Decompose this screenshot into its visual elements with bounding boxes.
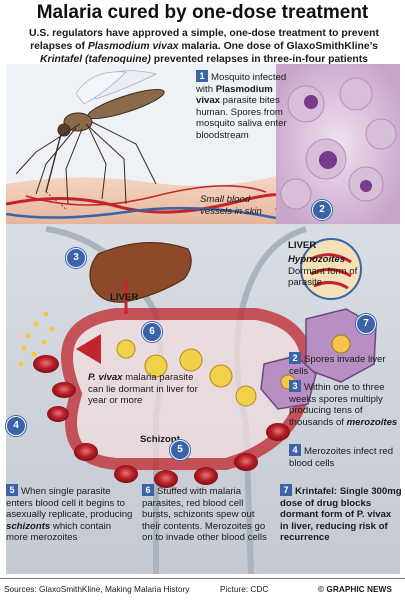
dormant-species: P. vivax: [88, 372, 123, 383]
malaria-lifecycle-illustration: [6, 64, 400, 574]
dormant-text: malaria parasite can lie dormant in live…: [88, 372, 198, 406]
step-4-number: 4: [289, 444, 301, 456]
parasite-cell: [304, 95, 372, 192]
subtitle-part: U.S. regulators have approved a simple, …: [29, 28, 379, 52]
saliva-path: [45, 191, 67, 210]
blood-smear: [280, 77, 397, 210]
page-title: Malaria cured by one-dose treatment: [36, 2, 369, 23]
merozoites: [18, 311, 55, 367]
schizont-label: Schizont: [140, 434, 180, 445]
marker-3: 3: [66, 248, 86, 268]
step-2-text: Spores invade liver cells: [289, 354, 386, 377]
sources: Sources: GlaxoSmithKline, Making Malaria…: [4, 584, 190, 594]
step-5-text-end: which contain more merozoites: [6, 520, 112, 544]
circulation-arrow: [76, 334, 101, 364]
blood-vessel: [25, 185, 267, 206]
step-4-text: Merozoites infect red blood cells: [289, 446, 394, 469]
step-6-number: 6: [142, 484, 154, 496]
subtitle-part: prevented relapses in three-in-four pati…: [150, 54, 368, 65]
marker-2: 2: [312, 200, 332, 220]
subtitle-species: Plasmodium vivax: [87, 41, 179, 52]
step-5-number: 5: [6, 484, 18, 496]
step-7-text: Krintafel: Single 300mg dose of drug blo…: [280, 486, 402, 543]
picture-credit: Picture: CDC: [220, 584, 269, 594]
liver-icon: [89, 242, 192, 303]
dormant-note: P. vivax malaria parasite can lie dorman…: [88, 372, 208, 407]
step-5-text: When single parasite enters blood cell i…: [6, 486, 133, 520]
subtitle-part: malaria. One dose of GlaxoSmithKline’s: [178, 41, 378, 52]
marker-6: 6: [142, 322, 162, 342]
subtitle-drug: Krintafel (tafenoquine): [40, 54, 151, 65]
step-1-number: 1: [196, 70, 208, 82]
step-6-text: Stuffed with malaria parasites, red bloo…: [142, 486, 267, 543]
hypnozoite-icon: [331, 334, 351, 354]
step-5-term: schizonts: [6, 520, 51, 532]
blood-vessel: [6, 206, 277, 220]
marker-4: 4: [6, 416, 26, 436]
step-1-text: Mosquito infected with: [196, 72, 287, 95]
schizont-cells: [116, 339, 257, 407]
hypnozoites-term: Hypnozoites: [288, 254, 346, 265]
step-3-term: merozoites: [346, 416, 398, 428]
spore-icon: [310, 253, 352, 290]
liver-label: LIVER: [110, 292, 139, 303]
mosquito-icon: [15, 70, 165, 205]
marker-5: 5: [170, 440, 190, 460]
step-7-number: 7: [280, 484, 292, 496]
step-2-number: 2: [289, 352, 301, 364]
step-3-number: 3: [289, 380, 301, 392]
hypnozoites-desc: Dormant form of parasite: [288, 265, 358, 289]
step-1-text-end: parasite bites human. Spores from mosqui…: [196, 95, 287, 141]
vessels-label: Small blood vessels in skin: [200, 194, 262, 217]
step-1-species: Plasmodium vivax: [196, 83, 273, 107]
subtitle: U.S. regulators have approved a simple, …: [8, 27, 400, 66]
graphic-news-credit: © GRAPHIC NEWS: [318, 584, 392, 594]
liver-label-zoom: LIVER: [288, 240, 317, 251]
marker-7: 7: [356, 314, 376, 334]
footer: Sources: GlaxoSmithKline, Making Malaria…: [0, 578, 405, 601]
step-3-text: Within one to three weeks spores multipl…: [289, 382, 385, 428]
